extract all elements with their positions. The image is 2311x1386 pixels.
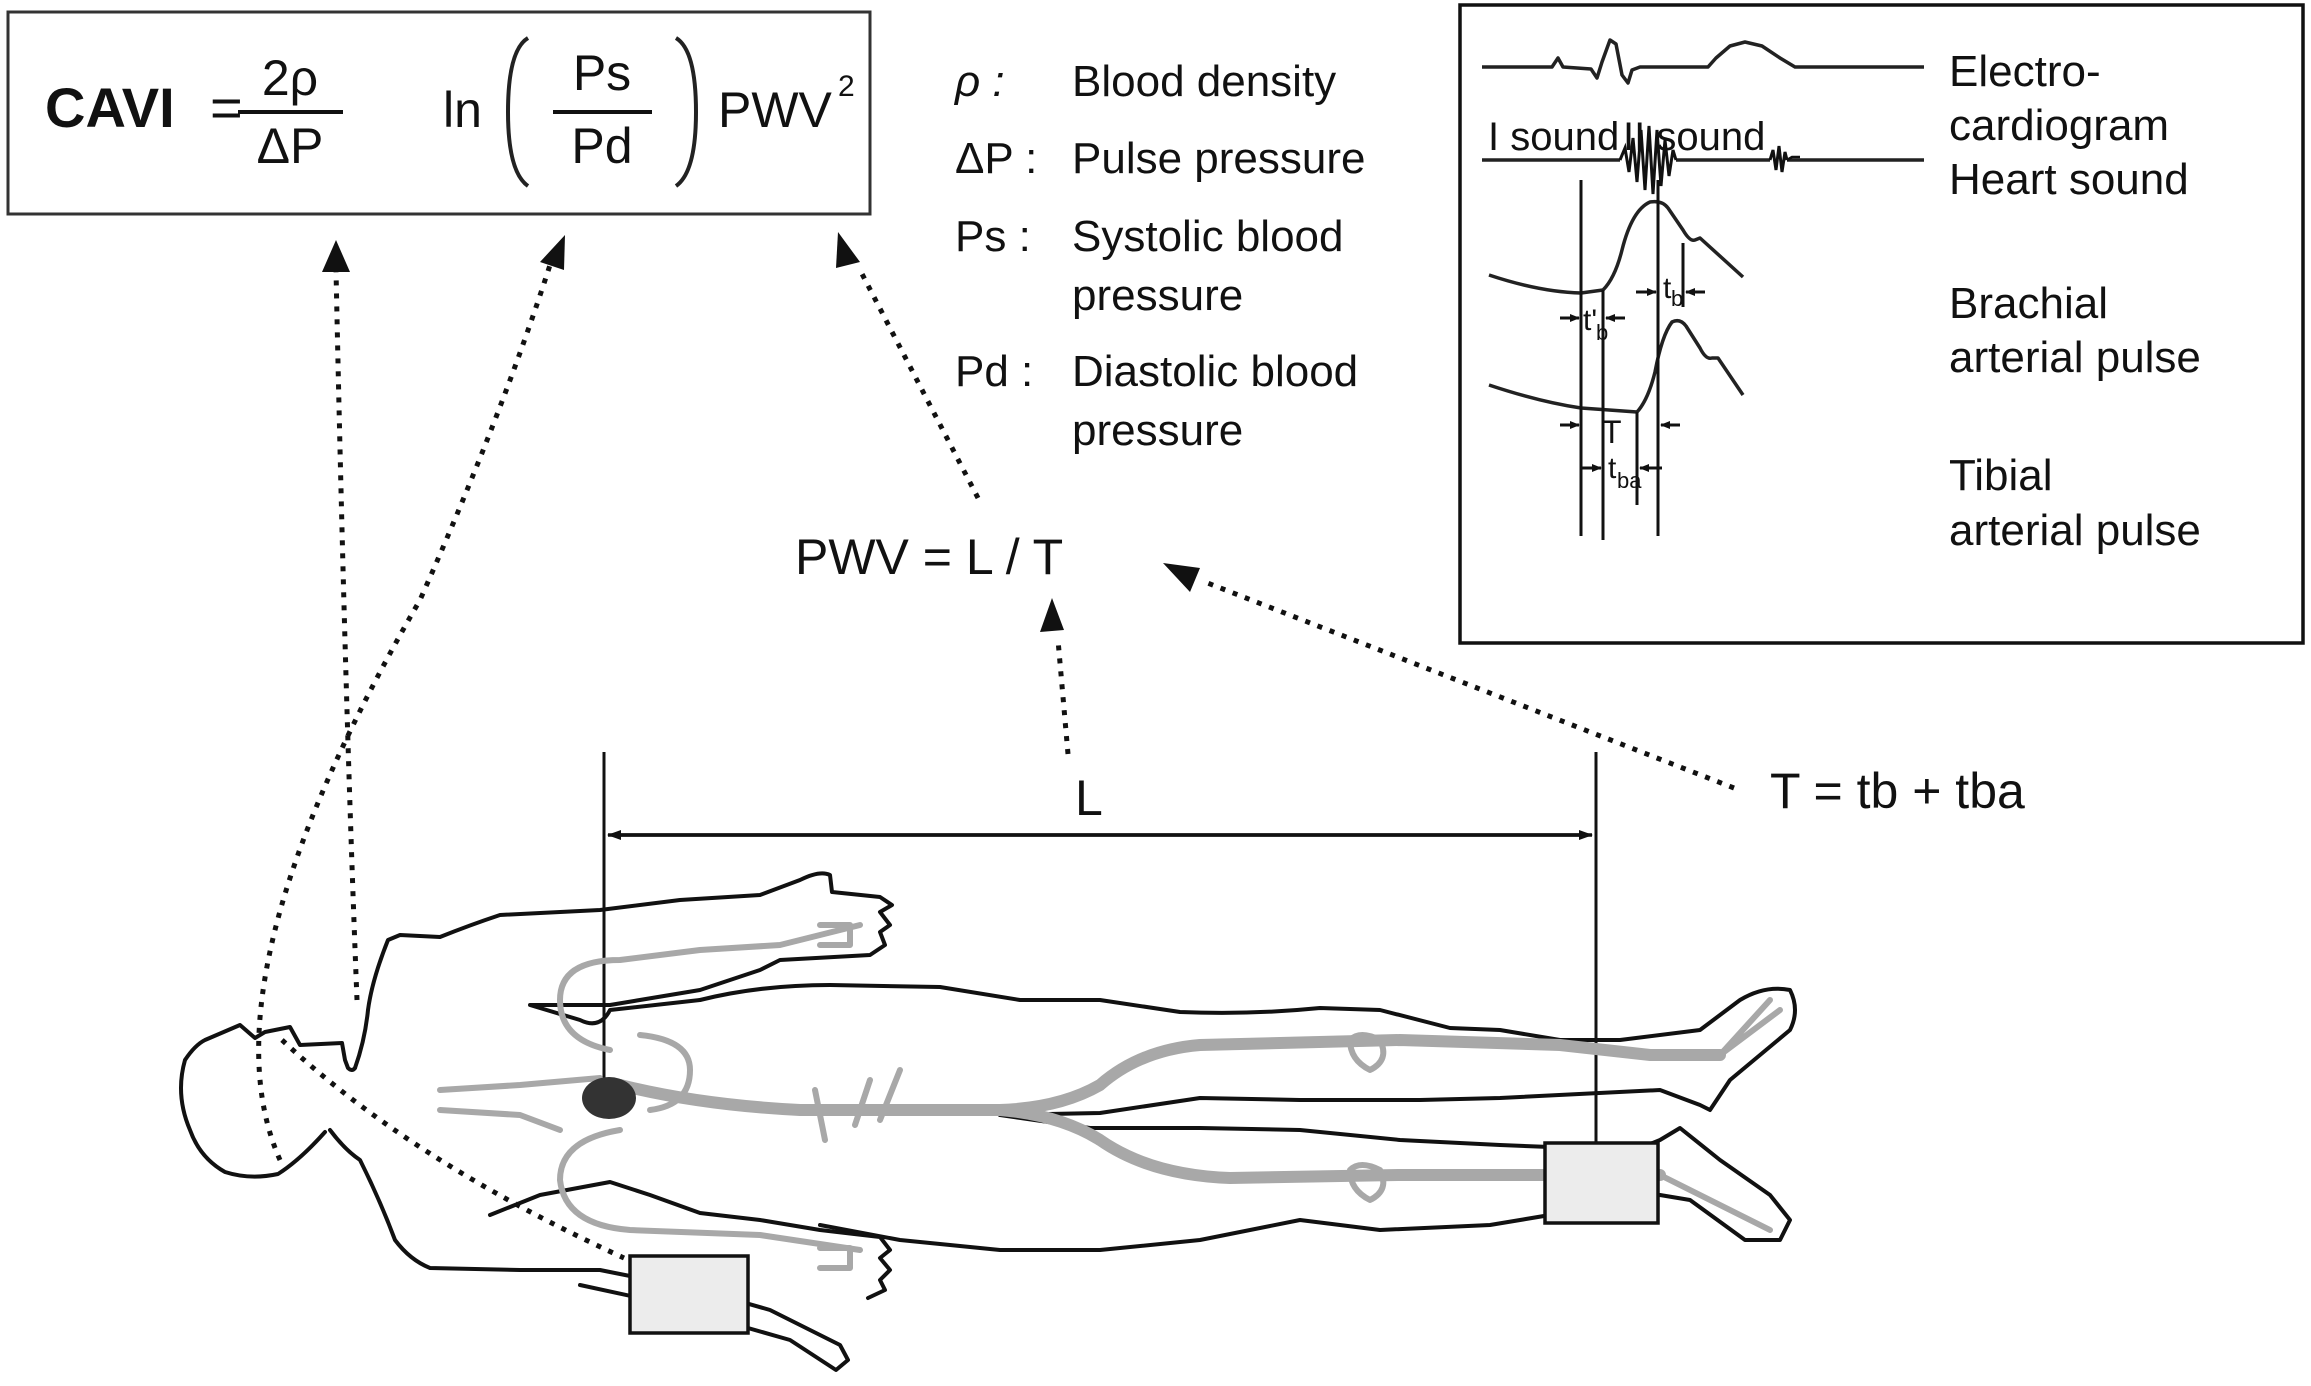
arrowhead-pwv-squared <box>836 232 860 268</box>
second-sound-label: II sound <box>1623 115 1765 159</box>
heart-sound-label: Heart sound <box>1949 155 2189 204</box>
torso-outline-upper <box>353 871 894 1070</box>
cavi-formula-box: CAVI = 2ρ ΔP ln Ps Pd PWV 2 <box>6 10 872 216</box>
arrow-to-delta-p <box>333 269 360 1001</box>
ecg-trace <box>1482 38 1924 85</box>
legend-desc-ps-line2: pressure <box>1072 271 1243 320</box>
dotted-arrows <box>256 232 1735 1261</box>
heart-marker <box>582 1077 636 1119</box>
arrowhead-t-to-pwv <box>1163 563 1200 592</box>
fraction2-denominator: Pd <box>571 118 632 174</box>
legend-desc-pd-line1: Diastolic blood <box>1072 347 1358 396</box>
formula-box-frame <box>6 10 872 216</box>
length-dimension <box>602 752 1598 1180</box>
fraction1-numerator: 2ρ <box>262 50 318 106</box>
legend-symbol-pd: Pd : <box>955 347 1033 396</box>
foot-vessels <box>1657 997 1783 1233</box>
right-arm-vessel <box>557 922 863 1053</box>
left-paren <box>505 36 530 188</box>
arrow-to-pwv-squared <box>857 268 981 500</box>
arrow-l-to-pwv <box>1055 639 1071 755</box>
brachial-label-line2: arterial pulse <box>1949 333 2201 382</box>
arrow-t-to-pwv <box>1204 579 1735 791</box>
brachial-label-line1: Brachial <box>1949 279 2108 328</box>
equals-sign: = <box>210 76 243 139</box>
tba-sub: ba <box>1617 468 1642 493</box>
tb-sub: b <box>1671 286 1683 311</box>
abdominal-branches <box>812 1067 903 1143</box>
left-knee-vessel <box>1347 1162 1387 1203</box>
ankle-cuff <box>1543 1141 1660 1225</box>
brachial-cuff <box>628 1254 750 1335</box>
ecg-label-line1: Electro- <box>1949 47 2101 96</box>
lower-arm-contour <box>488 1180 892 1300</box>
t-prime-b-sub: b <box>1596 320 1608 345</box>
arrowhead-l-to-pwv <box>1040 598 1064 632</box>
legend-symbol-rho: ρ : <box>953 57 1005 106</box>
aorta-to-right-leg-vessel <box>614 1033 1726 1116</box>
tibial-label-line1: Tibial <box>1949 451 2053 500</box>
neck-vessel-upper <box>437 1075 603 1093</box>
neck-vessel-lower <box>437 1107 563 1133</box>
pwv-formula: PWV = L / T <box>795 529 1063 585</box>
cavi-label: CAVI <box>45 76 175 139</box>
arrow-to-ln-term <box>256 264 553 1162</box>
legend-desc-delta-p: Pulse pressure <box>1072 134 1365 183</box>
length-label: L <box>1075 770 1103 826</box>
interval-T: T <box>1560 414 1680 450</box>
legend-desc-ps-line1: Systolic blood <box>1072 212 1343 261</box>
tb-main: t <box>1663 272 1672 305</box>
tba-main: t <box>1608 452 1617 485</box>
interval-tba: t ba <box>1582 452 1662 493</box>
legend-desc-pd-line2: pressure <box>1072 406 1243 455</box>
fraction1-denominator: ΔP <box>257 118 324 174</box>
right-knee-vessel <box>1347 1032 1387 1073</box>
tibial-label-line2: arterial pulse <box>1949 506 2201 555</box>
arterial-tree <box>437 922 1783 1271</box>
first-sound-label: I sound <box>1488 115 1619 159</box>
tibial-pulse-trace <box>1488 318 1745 414</box>
brachial-pulse-trace <box>1488 199 1745 295</box>
interval-tb: t b <box>1636 272 1705 311</box>
left-leg-vessel <box>994 1104 1666 1185</box>
head-outline <box>179 1023 357 1179</box>
legend-symbol-ps: Ps : <box>955 212 1031 261</box>
upper-leg-contour <box>698 983 1797 1117</box>
left-arm-vessel <box>557 1127 863 1253</box>
right-paren <box>674 36 699 188</box>
body-figure <box>179 871 1797 1372</box>
hand-vessels <box>817 922 853 1271</box>
fraction2-numerator: Ps <box>573 45 631 101</box>
time-formula: T = tb + tba <box>1770 763 2025 819</box>
arrowhead-delta-p <box>322 240 350 272</box>
ecg-label-line2: cardiogram <box>1949 101 2169 150</box>
T-main: T <box>1602 414 1622 450</box>
arrowhead-ln-term <box>540 235 565 270</box>
legend-desc-rho: Blood density <box>1072 57 1336 106</box>
crotch-line <box>818 1113 1792 1252</box>
pwv-exponent: 2 <box>838 70 855 103</box>
t-prime-b-main: t' <box>1583 304 1597 337</box>
torso-outline-lower <box>328 1128 850 1372</box>
pwv-term: PWV <box>718 82 833 138</box>
interval-t-prime-b: t' b <box>1560 304 1625 345</box>
waveform-inset: I sound II sound t' b t b T <box>1458 3 2305 645</box>
heart-vessel-loop <box>637 1032 693 1113</box>
legend-symbol-delta-p: ΔP : <box>955 134 1037 183</box>
heart-sound-trace <box>1482 125 1924 195</box>
symbol-legend: ρ : Blood density ΔP : Pulse pressure Ps… <box>953 57 1365 455</box>
ln-label: ln <box>443 82 482 138</box>
inset-frame <box>1458 3 2305 645</box>
